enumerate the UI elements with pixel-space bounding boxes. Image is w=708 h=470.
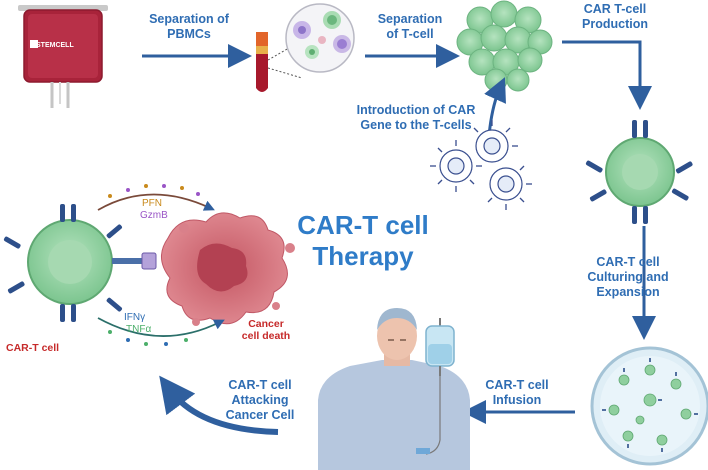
arrow-cytokine — [97, 317, 225, 337]
tnfa-label: TNFα — [126, 324, 152, 335]
ifng-label: IFNγ — [124, 312, 146, 323]
arrow-cytotoxic — [97, 193, 215, 211]
blood-bag-icon — [18, 5, 108, 108]
gzmb-label: GzmB — [140, 210, 168, 221]
cancer-cell-icon — [161, 212, 295, 326]
pbmc-circle-icon — [285, 3, 355, 73]
granule-dots — [108, 184, 200, 346]
arrow-attacking — [159, 375, 279, 435]
arrow-car-production — [562, 40, 652, 110]
attacking-car-t-cell-icon — [3, 204, 157, 322]
car-t-cell-label: CAR-T cell — [6, 342, 60, 354]
patient-icon — [318, 308, 470, 470]
virus-spikes — [430, 120, 532, 210]
car-t-cell-icon — [585, 120, 693, 224]
test-tube-icon — [256, 32, 268, 92]
virus-icon — [439, 129, 523, 201]
t-cell-cluster-icon — [456, 0, 553, 92]
pfn-label: PFN — [142, 198, 162, 209]
bag-brand-label: STEMCELL — [36, 42, 74, 49]
petri-dish-icon — [590, 346, 708, 466]
iv-drip-icon — [416, 318, 455, 455]
